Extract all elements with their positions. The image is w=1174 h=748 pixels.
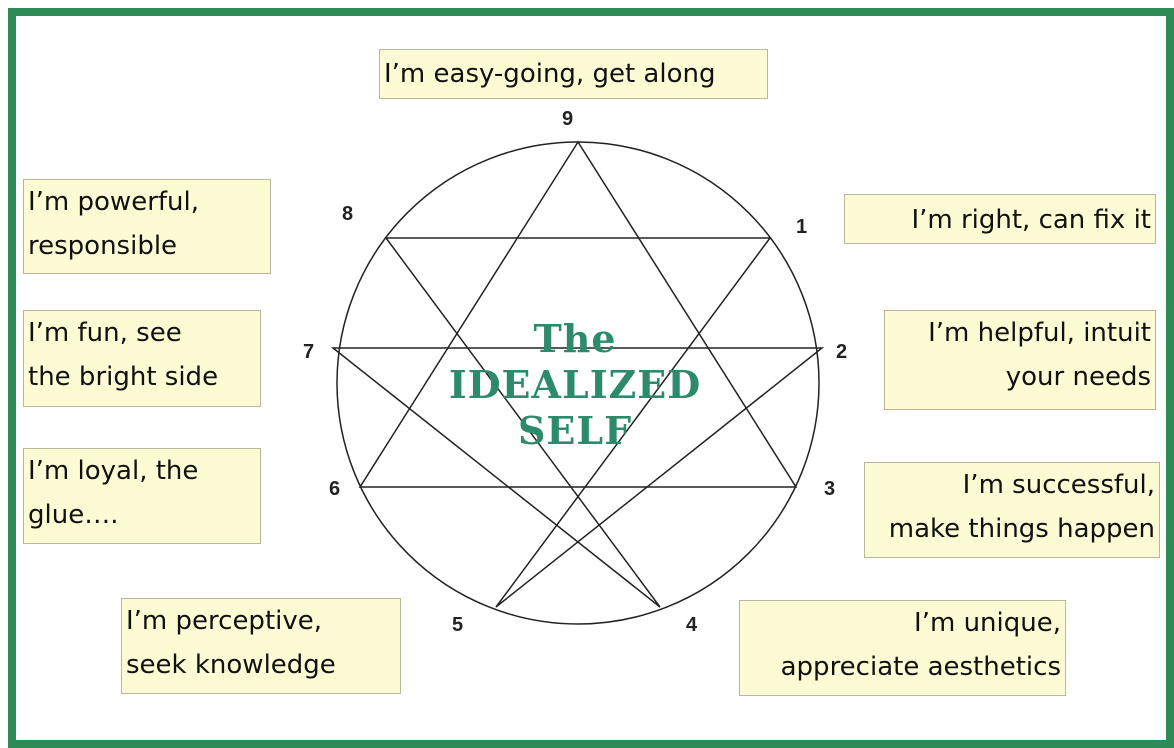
description-type-2-line-1: I’m helpful, intuit: [928, 318, 1151, 348]
point-number-3: 3: [824, 478, 836, 500]
description-type-8-line-1: I’m powerful,: [28, 187, 200, 217]
description-box-type-8: I’m powerful, responsible: [23, 179, 271, 274]
point-number-4: 4: [686, 614, 698, 636]
center-title-line-3: SELF: [517, 408, 633, 453]
description-type-4-line-2: appreciate aesthetics: [780, 652, 1061, 682]
center-title-line-2: IDEALIZED: [448, 362, 702, 407]
description-type-9-line-1: I’m easy-going, get along: [384, 59, 716, 89]
description-type-3-line-2: make things happen: [888, 514, 1155, 544]
point-number-5: 5: [452, 614, 464, 636]
description-type-5-line-2: seek knowledge: [126, 650, 336, 680]
description-type-8-line-2: responsible: [28, 231, 178, 261]
description-box-type-9: I’m easy-going, get along: [379, 49, 768, 99]
point-number-2: 2: [836, 341, 848, 363]
point-number-8: 8: [342, 203, 354, 225]
description-box-type-6: I’m loyal, the glue….: [23, 448, 261, 544]
center-title: The IDEALIZED SELF: [430, 316, 720, 454]
description-type-2-line-2: your needs: [1005, 362, 1151, 392]
description-type-7-line-2: the bright side: [28, 362, 219, 392]
description-type-1-line-1: I’m right, can fix it: [911, 205, 1151, 235]
point-number-7: 7: [303, 341, 315, 363]
description-box-type-5: I’m perceptive, seek knowledge: [121, 598, 401, 694]
description-type-6-line-2: glue….: [28, 500, 119, 530]
point-number-9: 9: [562, 108, 574, 130]
description-type-4-line-1: I’m unique,: [914, 608, 1061, 638]
description-box-type-7: I’m fun, see the bright side: [23, 310, 261, 407]
description-type-3-line-1: I’m successful,: [962, 470, 1155, 500]
description-type-7-line-1: I’m fun, see: [28, 318, 182, 348]
enneagram-hexad: [330, 237, 825, 608]
description-type-6-line-1: I’m loyal, the: [28, 456, 199, 486]
description-box-type-3: I’m successful, make things happen: [864, 462, 1160, 558]
description-box-type-1: I’m right, can fix it: [844, 194, 1156, 244]
enneagram-triangle: [358, 140, 798, 488]
description-type-5-line-1: I’m perceptive,: [126, 606, 323, 636]
description-box-type-2: I’m helpful, intuit your needs: [884, 310, 1156, 410]
center-title-line-1: The: [533, 316, 617, 361]
point-number-6: 6: [329, 478, 341, 500]
description-box-type-4: I’m unique, appreciate aesthetics: [739, 600, 1066, 696]
point-number-1: 1: [796, 216, 808, 238]
